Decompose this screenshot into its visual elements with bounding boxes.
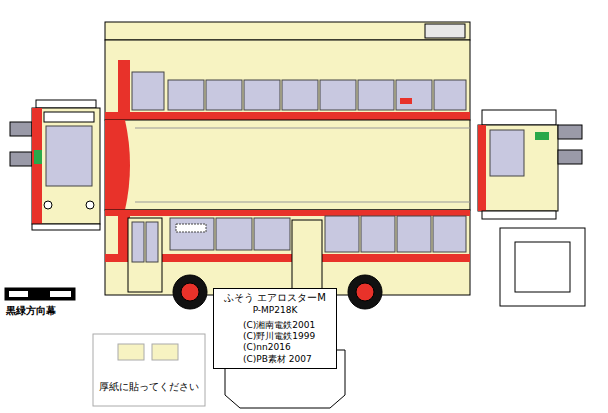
node-text: (C)野川電鉄1999 [217, 331, 333, 342]
part-label: 黒緑方向幕 [6, 304, 56, 318]
node-text: 厚紙に貼ってください [96, 381, 202, 393]
info-box: ふそう エアロスターMP-MP218K (C)湘南電鉄2001(C)野川電鉄199… [213, 288, 337, 369]
node-text: (C)湘南電鉄2001 [217, 320, 333, 331]
node-text: ふそう エアロスターM [217, 292, 333, 305]
node-text: (C)PB素材 2007 [217, 354, 333, 365]
node-text: P-MP218K [217, 305, 333, 316]
node-text: (C)nn2016 [217, 342, 333, 353]
paste-note-box: 厚紙に貼ってください [93, 334, 205, 396]
